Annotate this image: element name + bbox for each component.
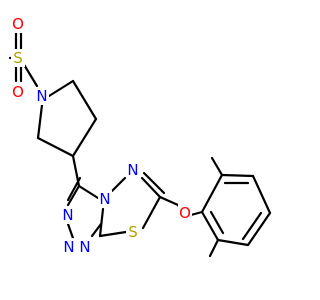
bond (140, 176, 162, 199)
bond (71, 117, 98, 158)
oxygen-atom-ether: O (178, 204, 192, 222)
bond (220, 173, 255, 178)
bond (36, 103, 44, 140)
bond (21, 61, 39, 88)
bond (241, 211, 263, 241)
nitrogen-atom-triazole-b: N (62, 238, 76, 256)
nitrogen-atom-triazole-a: N (61, 206, 75, 224)
atom-label-n-piperidine: N (36, 87, 47, 105)
bond (210, 156, 224, 177)
bond (208, 238, 220, 258)
bond (36, 136, 75, 158)
bond (47, 79, 75, 98)
atom-labels: O S O N N N N N (11, 15, 192, 256)
bond (141, 195, 162, 230)
bond (110, 176, 127, 193)
bond (142, 171, 166, 195)
molecule-drawing: O S O N N N N N (8, 15, 272, 258)
bond (209, 210, 225, 235)
bond (66, 184, 81, 207)
structure-canvas: O S O N N N N N (8, 15, 272, 258)
nitrogen-atom-thiadiazole: N (126, 161, 140, 179)
atom-label-o1: O (12, 15, 24, 33)
bond (158, 195, 180, 207)
sulfur-atom-sulfonyl: S (11, 49, 25, 67)
nitrogen-atom-piperidine: N (35, 87, 49, 105)
bond (216, 238, 250, 247)
atom-label-n-triazole-a: N (62, 206, 73, 224)
bond (251, 174, 272, 215)
bond (66, 176, 82, 202)
bond (200, 173, 224, 214)
bond (77, 184, 100, 200)
atom-label-n-bridgehead: N (99, 190, 110, 208)
bond (246, 211, 272, 247)
sulfur-atom-ring: S (126, 223, 140, 241)
atom-label-o-ether: O (179, 204, 191, 222)
atom-label-s-sulfonyl: S (13, 49, 23, 67)
bond (189, 210, 204, 217)
atom-label-n-triazole-c: N (79, 238, 90, 256)
bond (98, 230, 128, 238)
oxygen-atom-1: O (11, 15, 25, 33)
bond (98, 207, 105, 238)
nitrogen-atom-triazole-c: N (78, 238, 92, 256)
atom-label-o2: O (12, 83, 24, 101)
atom-label-n-thiadiazole: N (127, 161, 138, 179)
bonds (8, 31, 272, 258)
bond (90, 222, 103, 238)
bond (71, 79, 98, 121)
bond (200, 210, 220, 242)
atom-label-s-ring: S (128, 223, 138, 241)
oxygen-atom-2: O (11, 83, 25, 101)
atom-label-n-triazole-b: N (63, 238, 74, 256)
nitrogen-atom-bridgehead: N (98, 190, 112, 208)
